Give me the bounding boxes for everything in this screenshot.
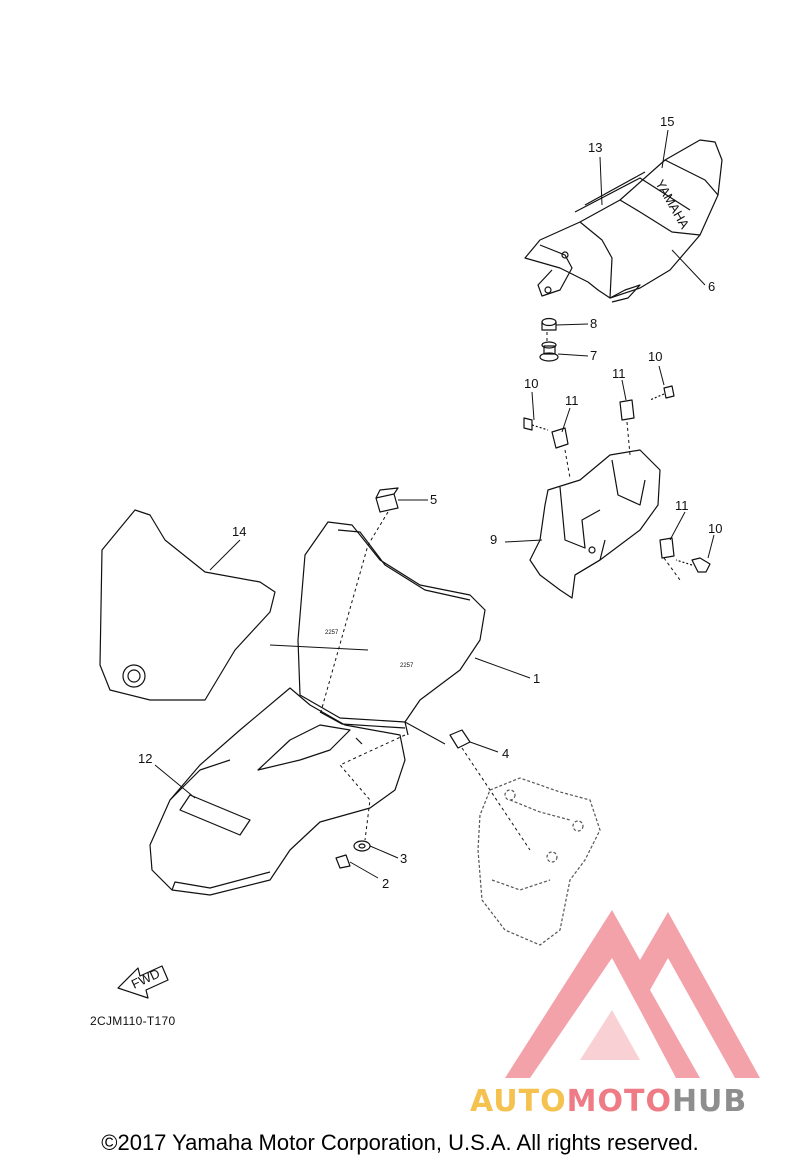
cover-clip-part-5 <box>375 487 399 513</box>
bolt-part-7 <box>539 341 559 362</box>
callout-7: 7 <box>590 348 597 363</box>
bolt-part-10a <box>523 417 549 431</box>
callout-3: 3 <box>400 851 407 866</box>
front-cowl-part-12 <box>149 687 406 896</box>
fwd-arrow-icon <box>117 965 169 999</box>
seat-assembly: YAMAHA <box>524 139 723 303</box>
clip-part-11a <box>551 427 569 449</box>
bolt-part-10b <box>649 385 675 401</box>
callout-5: 5 <box>430 492 437 507</box>
side-emblem-panel-14 <box>99 509 276 701</box>
bolt-part-10c <box>675 557 711 573</box>
watermark-text-moto: MOTO <box>566 1084 672 1119</box>
callout-9: 9 <box>490 532 497 547</box>
copyright-notice: ©2017 Yamaha Motor Corporation, U.S.A. A… <box>101 1130 699 1155</box>
callout-10a: 10 <box>524 376 538 391</box>
windscreen-part-1: 2257 2257 <box>297 521 486 736</box>
fwd-label: FWD <box>129 966 162 992</box>
callout-2: 2 <box>382 876 389 891</box>
rivet-part-4 <box>449 729 471 749</box>
callout-6: 6 <box>708 279 715 294</box>
callout-13: 13 <box>588 140 602 155</box>
callout-10c: 10 <box>708 521 722 536</box>
bolt-part-2 <box>335 854 351 869</box>
watermark-text-auto: AUTO <box>470 1084 567 1119</box>
clip-part-11c <box>659 537 675 559</box>
callout-15: 15 <box>660 114 674 129</box>
callout-11a: 11 <box>565 393 579 408</box>
watermark-logo-icon <box>505 910 760 1078</box>
collar-part-8 <box>541 317 557 331</box>
callout-12: 12 <box>138 751 152 766</box>
washer-part-3 <box>353 840 371 852</box>
svg-text:2257: 2257 <box>400 663 414 669</box>
callout-4: 4 <box>502 746 509 761</box>
callout-numbers: 1 2 3 4 5 6 7 8 9 10 10 10 11 11 11 12 1… <box>138 114 722 891</box>
callout-11c: 11 <box>675 498 689 513</box>
inner-frame-ghost <box>477 777 601 946</box>
watermark-text-hub: HUB <box>671 1084 748 1119</box>
leader-lines <box>154 129 715 879</box>
svg-text:2257: 2257 <box>325 630 339 636</box>
callout-11b: 11 <box>612 366 626 381</box>
clip-part-11b <box>619 399 635 421</box>
drawing-code: 2CJM110-T170 <box>90 1014 176 1028</box>
callout-14: 14 <box>232 524 246 539</box>
callout-1: 1 <box>533 671 540 686</box>
callout-10b: 10 <box>648 349 662 364</box>
seat-bracket-part-9 <box>529 449 661 599</box>
guide-lines <box>319 332 681 851</box>
callout-8: 8 <box>590 316 597 331</box>
watermark-text: AUTOMOTOHUB <box>470 1084 747 1119</box>
